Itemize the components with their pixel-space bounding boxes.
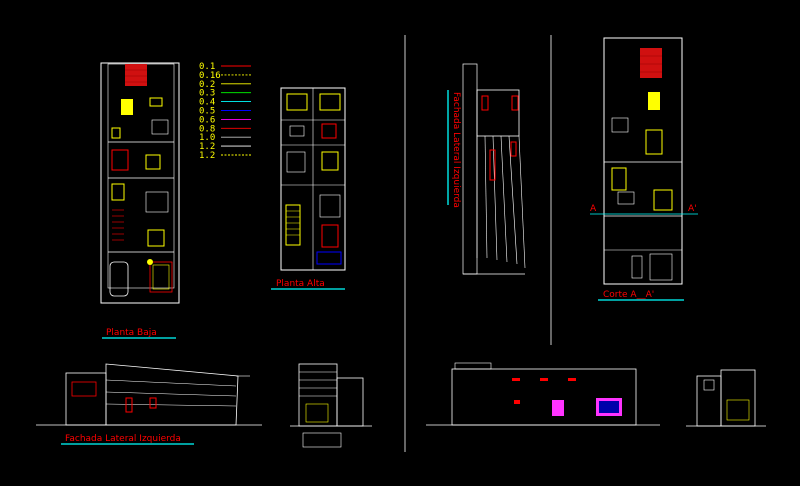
planta-alta-title: Planta Alta	[276, 279, 325, 289]
front-elevation-left	[290, 363, 372, 448]
line-weight-label: 0.8	[199, 124, 215, 134]
section-mark-right: A'	[688, 204, 697, 214]
line-weight-legend: 0.10.160.20.30.40.50.60.81.01.21.2	[199, 62, 251, 161]
planta-baja-plan	[100, 62, 180, 304]
fachada-lateral-vertical-elevation	[462, 63, 526, 275]
line-weight-label: 0.6	[199, 115, 215, 125]
fachada-lateral-vertical-title: Fachada Lateral Izquierda	[451, 92, 461, 208]
line-weight-label: 1.0	[199, 133, 215, 143]
fachada-lateral-izquierda-elevation	[36, 363, 262, 426]
line-weight-label: 1.2	[199, 151, 215, 161]
line-weight-label: 0.4	[199, 98, 215, 108]
line-weight-label: 0.2	[199, 80, 215, 90]
line-weight-label: 0.16	[199, 71, 221, 81]
fachada-lateral-izquierda-title: Fachada Lateral Izquierda	[65, 434, 181, 444]
line-weight-label: 0.3	[199, 89, 215, 99]
planta-baja-title: Planta Baja	[106, 328, 157, 338]
section-mark-left: A	[590, 204, 597, 214]
planta-alta-plan	[280, 87, 346, 271]
line-weight-label: 0.5	[199, 107, 215, 117]
line-weight-label: 1.2	[199, 142, 215, 152]
rear-elevation-right	[686, 369, 766, 427]
corte-section-drawing	[590, 37, 698, 285]
side-elevation-right	[426, 362, 660, 426]
line-weight-label: 0.1	[199, 62, 215, 72]
corte-title: Corte A__A'	[603, 290, 654, 300]
